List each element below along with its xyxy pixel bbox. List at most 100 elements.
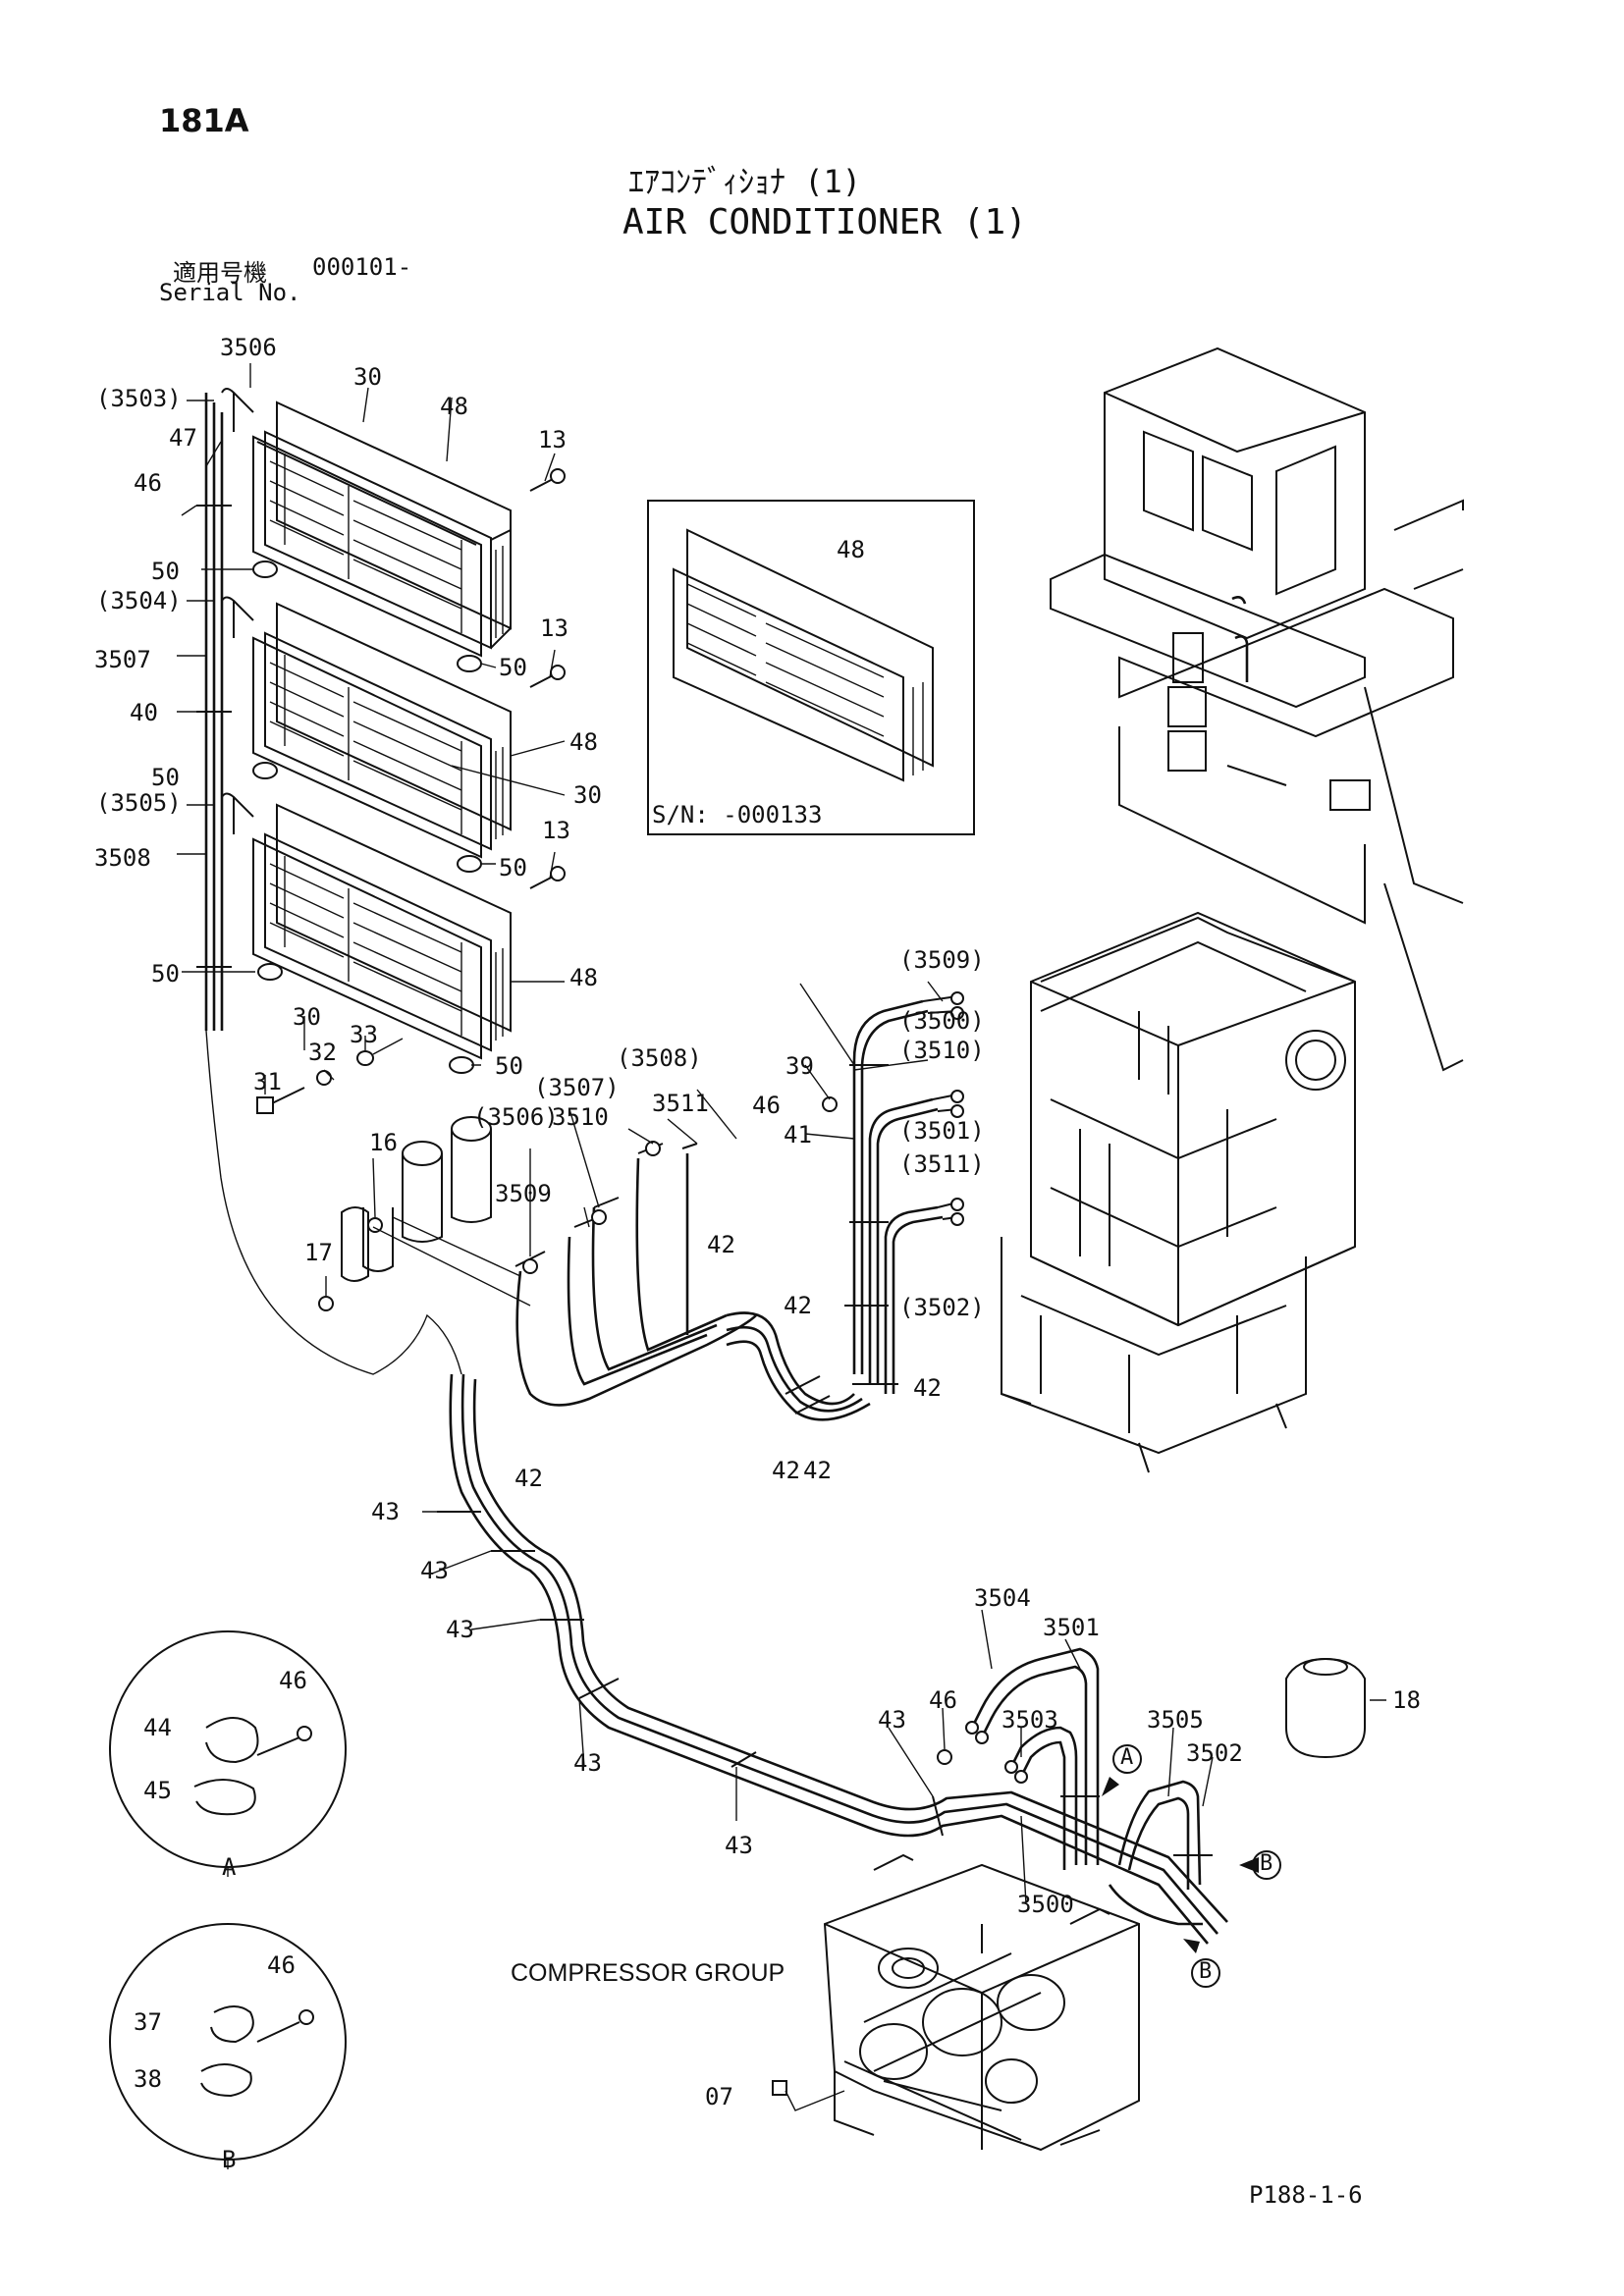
callout: (3506) [473, 1103, 559, 1131]
condenser-unit-top [252, 400, 512, 658]
callout: (3502) [899, 1294, 985, 1321]
callout: 42 [772, 1457, 800, 1484]
compressor-group [772, 1853, 1140, 2152]
callout: (3509) [899, 946, 985, 974]
callout: 42 [784, 1292, 812, 1319]
callout: 30 [573, 781, 602, 809]
callout: 50 [151, 960, 180, 988]
middle-hose-harness [514, 1141, 871, 1421]
detail-b [109, 1923, 347, 2169]
cab-structure [1050, 347, 1464, 1072]
condenser-unit-middle [252, 602, 512, 859]
callout: 43 [878, 1706, 906, 1734]
serial-value: 000101- [312, 253, 412, 281]
callout: 3502 [1186, 1739, 1243, 1767]
callout: 3501 [1043, 1614, 1100, 1641]
callout: 3504 [974, 1584, 1031, 1612]
callout: 30 [353, 363, 382, 391]
callout: 46 [929, 1686, 957, 1714]
callout: 3508 [94, 844, 151, 872]
leader-lines [177, 363, 1214, 1905]
inset-serial-note: S/N: -000133 [652, 801, 823, 828]
bolt-31-assembly [256, 1038, 404, 1114]
callout: (3510) [899, 1037, 985, 1064]
callout: 43 [725, 1832, 753, 1859]
callout: 46 [752, 1092, 781, 1119]
detail-a-label: A [222, 1853, 237, 1881]
callout: 50 [151, 764, 180, 791]
callout: (3500) [899, 1007, 985, 1035]
callout: 3509 [495, 1180, 552, 1207]
callout: 43 [371, 1498, 400, 1525]
callout: (3511) [899, 1150, 985, 1178]
callout: 38 [134, 2065, 162, 2093]
callout: 43 [573, 1749, 602, 1777]
callout: 43 [420, 1557, 449, 1584]
callout: 43 [446, 1616, 474, 1643]
callout: 47 [169, 424, 197, 452]
title-english: AIR CONDITIONER (1) [623, 202, 1027, 242]
detail-b-label: B [222, 2146, 237, 2173]
callout: 3511 [652, 1090, 709, 1117]
callout: 42 [707, 1231, 735, 1258]
grommets [252, 561, 482, 1074]
callout: 44 [143, 1714, 172, 1741]
callout: 3510 [552, 1103, 609, 1131]
callout: 3503 [1001, 1706, 1058, 1734]
marker-a-label: A [1120, 1745, 1134, 1770]
callout: 32 [308, 1039, 337, 1066]
callout: 33 [350, 1021, 378, 1048]
callout: 42 [913, 1374, 942, 1402]
callout: 42 [514, 1465, 543, 1492]
callout: 13 [540, 614, 568, 642]
callout: (3504) [96, 587, 182, 614]
callout: 48 [569, 728, 598, 756]
callout: 50 [495, 1052, 523, 1080]
callout: 46 [134, 469, 162, 497]
callout: 13 [542, 817, 570, 844]
oil-bottle-18 [1285, 1657, 1386, 1759]
callout: 13 [538, 426, 567, 454]
callout: 18 [1392, 1686, 1421, 1714]
callout: 37 [134, 2008, 162, 2036]
receiver-drier-assembly [318, 1116, 531, 1311]
callout: 3507 [94, 646, 151, 673]
callout: 50 [499, 654, 527, 681]
marker-b2-label: B [1199, 1959, 1213, 1984]
left-pipe-bundle [196, 388, 462, 1375]
callout: 48 [440, 393, 468, 420]
callout: (3508) [617, 1044, 702, 1072]
right-pipe-bundle [822, 991, 964, 1394]
callout: 07 [705, 2083, 733, 2110]
page-code: 181A [159, 102, 249, 139]
serial-label-english: Serial No. [159, 279, 301, 306]
callout: (3501) [899, 1117, 985, 1145]
marker-b1-label: B [1260, 1851, 1273, 1876]
callout: 46 [279, 1667, 307, 1694]
serial-label-japanese: 適用号機 [173, 259, 267, 287]
callout: 48 [569, 964, 598, 991]
detail-a [109, 1630, 347, 1877]
callout: 42 [803, 1457, 832, 1484]
compressor-group-label: COMPRESSOR GROUP [511, 1959, 785, 1987]
callout: 45 [143, 1777, 172, 1804]
callout: 50 [499, 854, 527, 881]
callout: 41 [784, 1121, 812, 1148]
callout: 17 [304, 1239, 333, 1266]
callout: 46 [267, 1951, 296, 1979]
footer-page-code: P188-1-6 [1249, 2181, 1363, 2209]
callout: 31 [253, 1068, 282, 1095]
inset-box [647, 500, 975, 835]
evaporator-unit [1001, 911, 1356, 1473]
callout: 16 [369, 1129, 398, 1156]
inset-callout-48: 48 [837, 536, 865, 563]
callout: 30 [293, 1003, 321, 1031]
callout: (3503) [96, 385, 182, 412]
condenser-unit-bottom [252, 803, 512, 1060]
callout: 40 [130, 699, 158, 726]
callout: 3505 [1147, 1706, 1204, 1734]
callout: 3506 [220, 334, 277, 361]
callout: (3507) [534, 1074, 620, 1101]
